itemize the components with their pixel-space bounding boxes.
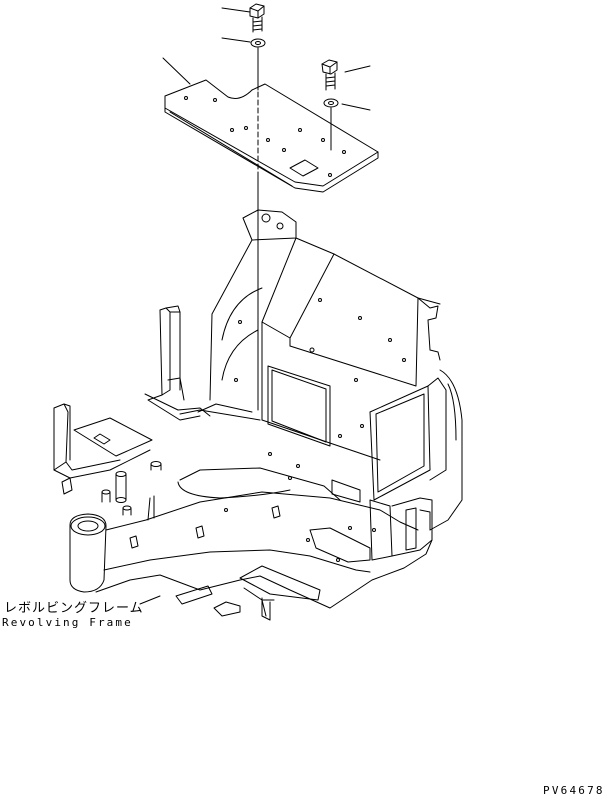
label-leader: [140, 596, 160, 604]
cover-plate: [163, 58, 378, 192]
washer-top-left: [222, 38, 265, 47]
bolt-top-right: [322, 60, 370, 90]
part-name-en: Revolving Frame: [2, 616, 133, 629]
left-brackets: [145, 306, 260, 420]
main-housing: [210, 210, 440, 460]
posts: [102, 462, 161, 516]
assembly-line: [258, 48, 331, 410]
revolving-frame: [70, 453, 432, 621]
bolt-top-left: [222, 4, 264, 32]
part-name-jp: レボルビングフレーム: [4, 601, 144, 616]
front-bracket: [54, 404, 152, 494]
washer-top-right: [324, 99, 370, 110]
side-panel: [370, 370, 462, 530]
drawing-code: PV64678: [543, 784, 605, 797]
